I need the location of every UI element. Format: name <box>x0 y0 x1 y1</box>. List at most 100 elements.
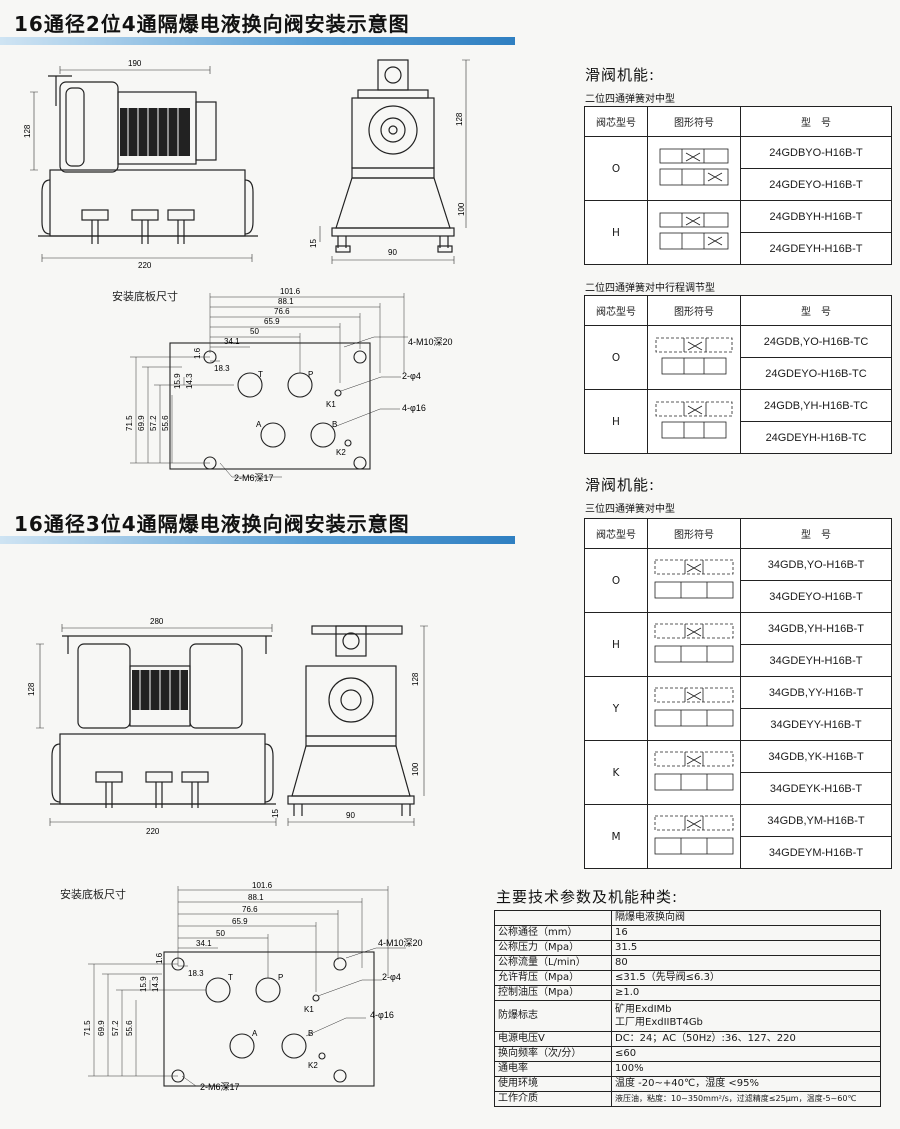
table-row: 公称通径（mm） 16 <box>494 925 881 941</box>
dim-15-3pos: 15 <box>271 809 280 818</box>
model-number: 34GDB,YK-H16B-T <box>740 740 892 773</box>
spool-code: O <box>584 548 648 613</box>
spec-key: 允许背压（Mpa） <box>494 970 612 986</box>
port-a-b: A <box>252 1029 258 1038</box>
table1-title: 二位四通弹簧对中型 <box>585 94 675 105</box>
dim-88-1-b: 88.1 <box>248 893 264 902</box>
dim-14-3-b: 14.3 <box>151 976 160 992</box>
explosion-mark-mine: 矿用ExdIMb <box>615 1004 672 1015</box>
dim-101-6: 101.6 <box>280 287 301 296</box>
table-row: 24GDEYO-H16B-TC <box>585 357 892 390</box>
dim-50: 50 <box>250 327 259 336</box>
dim-15-9: 15.9 <box>173 373 182 389</box>
dim-18-3-b: 18.3 <box>188 969 204 978</box>
dim-57-2: 57.2 <box>149 415 158 431</box>
function-heading-2: 滑阀机能: <box>585 476 656 494</box>
port-p: P <box>308 370 313 379</box>
spec-value: DC：24；AC（50Hz）:36、127、220 <box>611 1031 881 1047</box>
dim-90-3pos: 90 <box>346 811 355 820</box>
spec-heading: 主要技术参数及机能种类: <box>496 888 679 906</box>
col-code: 阀芯型号 <box>584 518 648 549</box>
dim-128: 128 <box>23 124 32 138</box>
spec-value: 矿用ExdIMb 工厂用ExdIIBT4Gb <box>611 1000 881 1032</box>
dim-65-9: 65.9 <box>264 317 280 326</box>
note-m10: 4-M10深20 <box>408 337 453 347</box>
spec-key: 防爆标志 <box>494 1000 612 1032</box>
spool-code: K <box>584 740 648 805</box>
function-table-3pos: 阀芯型号 图形符号 型 号 O 34GDB,YO-H16B-T 34GDEYO-… <box>584 518 892 869</box>
col-symbol: 图形符号 <box>647 518 741 549</box>
spec-header-value: 隔爆电液换向阀 <box>611 910 881 926</box>
model-number: 34GDEYH-H16B-T <box>740 644 892 677</box>
table-row: 24GDEYO-H16B-T <box>585 168 892 201</box>
hydraulic-symbol <box>647 612 741 677</box>
col-symbol: 图形符号 <box>647 295 741 326</box>
dim-101-6-b: 101.6 <box>252 881 273 890</box>
hydraulic-symbol <box>647 136 741 201</box>
dim-57-2-b: 57.2 <box>111 1020 120 1036</box>
valve-3pos-views: 280 128 220 90 128 100 15 <box>27 617 428 836</box>
spec-value: 31.5 <box>611 940 881 956</box>
table-row: 24GDEYH-H16B-T <box>585 232 892 265</box>
table-row: 工作介质 液压油，粘度：10~350mm²/s，过滤精度≤25μm，温度-5~6… <box>494 1091 881 1107</box>
note-phi16: 4-φ16 <box>402 403 426 413</box>
table-row: O 24GDBYO-H16B-T <box>584 136 892 201</box>
spool-code: H <box>584 389 648 454</box>
dim-100: 100 <box>457 202 466 216</box>
dim-128-side-3pos: 128 <box>411 672 420 686</box>
dim-76-6-b: 76.6 <box>242 905 258 914</box>
dim-69-9-b: 69.9 <box>97 1020 106 1036</box>
model-number: 34GDEYK-H16B-T <box>740 772 892 805</box>
base-plate-drawing-2: 101.6 88.1 76.6 65.9 50 34.1 18.3 1.6 71… <box>83 881 423 1092</box>
dim-220: 220 <box>138 261 152 270</box>
port-p-b: P <box>278 973 283 982</box>
spec-key: 电源电压V <box>494 1031 612 1047</box>
table3-title: 三位四通弹簧对中型 <box>585 504 675 515</box>
table-row: 电源电压V DC：24；AC（50Hz）:36、127、220 <box>494 1031 881 1047</box>
table-row: Y 34GDB,YY-H16B-T <box>584 676 892 741</box>
note-phi4-b: 2-φ4 <box>382 972 401 982</box>
note-m6: 2-M6深17 <box>234 473 274 483</box>
model-number: 24GDEYH-H16B-TC <box>740 421 892 454</box>
spec-key: 通电率 <box>494 1061 612 1077</box>
spec-value: ≤60 <box>611 1046 881 1062</box>
port-k2-b: K2 <box>308 1061 318 1070</box>
model-number: 24GDBYO-H16B-T <box>740 136 892 169</box>
dim-15: 15 <box>309 239 318 248</box>
table-row: 隔爆电液换向阀 <box>494 910 881 926</box>
dim-50-b: 50 <box>216 929 225 938</box>
col-model: 型 号 <box>740 518 892 549</box>
table-row: K 34GDB,YK-H16B-T <box>584 740 892 805</box>
spool-code: O <box>584 136 648 201</box>
section-title-2pos: 16通径2位4通隔爆电液换向阀安装示意图 <box>14 12 410 36</box>
table-row: H 24GDBYH-H16B-T <box>584 200 892 265</box>
model-number: 34GDB,YH-H16B-T <box>740 612 892 645</box>
spool-code: Y <box>584 676 648 741</box>
table-row: O 24GDB,YO-H16B-TC <box>584 325 892 390</box>
dim-34-1-b: 34.1 <box>196 939 212 948</box>
function-table-2pos-stroke: 阀芯型号 图形符号 型 号 O 24GDB,YO-H16B-TC 24GDEYO… <box>584 295 892 454</box>
dim-128-3pos: 128 <box>27 682 36 696</box>
base-plate-title-2: 安装底板尺寸 <box>60 888 126 901</box>
function-heading-1: 滑阀机能: <box>585 66 656 84</box>
hydraulic-symbol <box>647 740 741 805</box>
spec-key: 公称通径（mm） <box>494 925 612 941</box>
port-b: B <box>332 420 337 429</box>
spec-key: 公称压力（Mpa） <box>494 940 612 956</box>
note-m6-b: 2-M6深17 <box>200 1082 240 1092</box>
table-row: 防爆标志 矿用ExdIMb 工厂用ExdIIBT4Gb <box>494 1000 881 1032</box>
table-row: 34GDEYH-H16B-T <box>585 644 892 677</box>
dim-71-5: 71.5 <box>125 415 134 431</box>
table-row: O 34GDB,YO-H16B-T <box>584 548 892 613</box>
table-header-row: 阀芯型号 图形符号 型 号 <box>584 518 892 549</box>
table-row: 34GDEYO-H16B-T <box>585 580 892 613</box>
dim-76-6: 76.6 <box>274 307 290 316</box>
spec-key: 换向频率（次/分） <box>494 1046 612 1062</box>
table-row: 34GDEYK-H16B-T <box>585 772 892 805</box>
dim-1-6-b: 1.6 <box>155 952 164 964</box>
model-number: 24GDB,YH-H16B-TC <box>740 389 892 422</box>
model-number: 24GDBYH-H16B-T <box>740 200 892 233</box>
table-header-row: 阀芯型号 图形符号 型 号 <box>584 295 892 326</box>
spool-code: H <box>584 612 648 677</box>
note-phi4: 2-φ4 <box>402 371 421 381</box>
